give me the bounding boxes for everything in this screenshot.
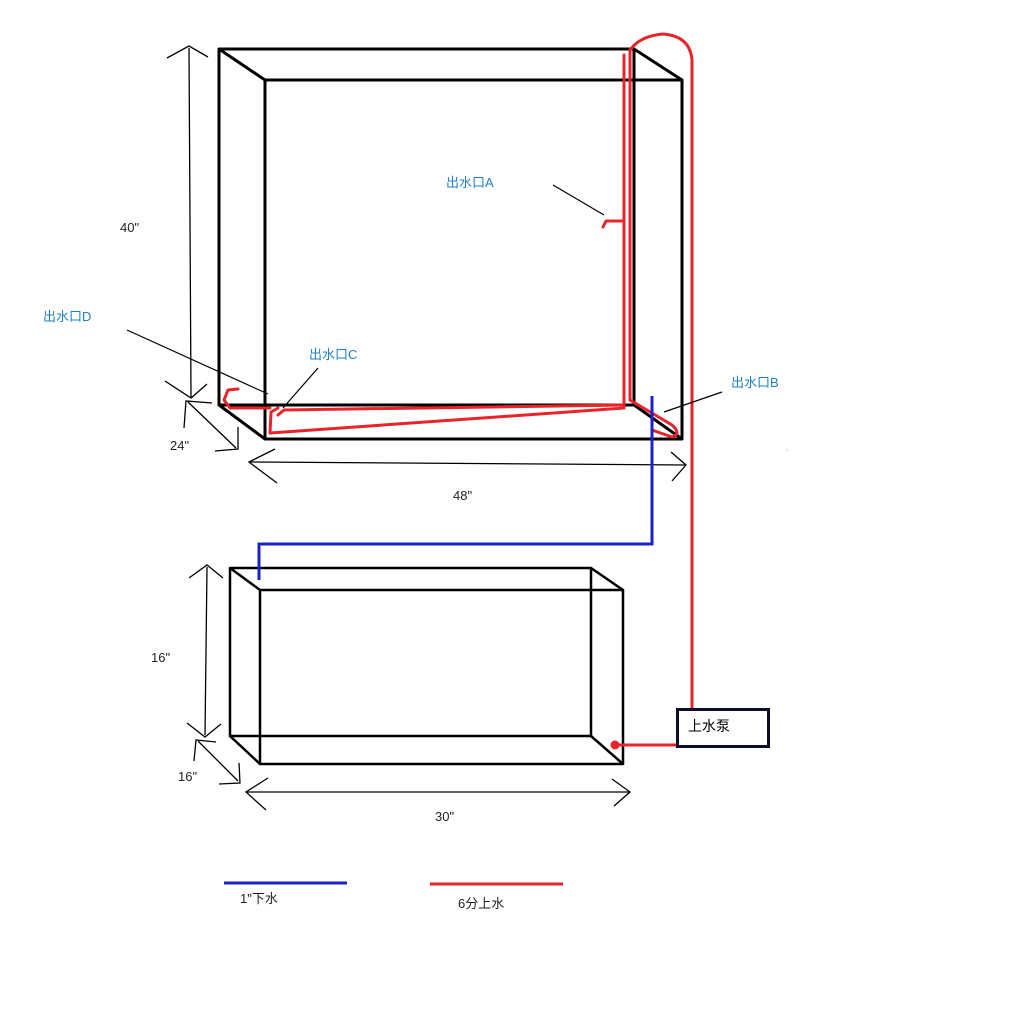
outlet-a-branch (601, 219, 626, 229)
legend-drain-label: 1"下水 (240, 891, 278, 906)
sump-tank-edge (590, 566, 624, 592)
height-dimension-line (188, 47, 192, 398)
main-tank-depth-label: 24" (170, 438, 190, 453)
depth-dimension-line (187, 401, 237, 449)
main-tank-edge (633, 47, 683, 82)
legend-supply-label: 6分上水 (458, 896, 505, 911)
drain-pipe (257, 396, 654, 580)
sump-tank-back-face (228, 566, 593, 738)
arrow-head (183, 400, 213, 429)
drain-line (257, 396, 654, 580)
main-tank-front-face (263, 78, 684, 441)
arrow-head (218, 762, 241, 785)
bottom-supply-run-upper (276, 403, 626, 417)
arrow-head (670, 451, 687, 482)
sump-tank-edge (590, 735, 624, 765)
arrow-head (166, 45, 209, 59)
sump-tank-edge (229, 735, 261, 765)
sump-tank-front-face (258, 588, 625, 766)
leader-a (552, 184, 605, 216)
arrow-head (247, 448, 278, 484)
arrow-head (244, 777, 269, 811)
sump-tank (228, 566, 625, 766)
stray-dot (786, 449, 788, 451)
height-dimension-line (204, 566, 208, 736)
legend (224, 881, 563, 886)
pump-intake-nozzle (610, 740, 620, 750)
main-tank-dimensions (164, 45, 687, 484)
depth-dimension-line (197, 740, 239, 782)
arrow-head (188, 564, 224, 579)
sump-tank-edge (229, 566, 261, 592)
sump-tank-width-label: 30" (435, 809, 455, 824)
main-tank-edge (218, 403, 266, 441)
outlet-b-branch (628, 398, 679, 439)
main-tank-width-label: 48" (453, 488, 473, 503)
arrow-head (186, 722, 222, 738)
bottom-supply-run (268, 406, 626, 435)
leader-lines (126, 184, 723, 413)
outlet-b-label: 出水口B (731, 375, 779, 390)
outlet-d-label: 出水口D (43, 309, 92, 324)
arrow-head (164, 380, 208, 399)
arrow-head (611, 778, 632, 807)
main-tank (217, 47, 684, 441)
sump-tank-height-label: 16" (151, 650, 171, 665)
main-tank-edge (218, 47, 266, 82)
sump-tank-depth-label: 16" (178, 769, 198, 784)
arrow-head (214, 427, 239, 452)
outlet-c-label: 出水口C (309, 347, 358, 362)
main-tank-back-face (217, 47, 636, 407)
supply-riser (628, 32, 694, 710)
main-tank-edge (633, 403, 683, 441)
width-dimension-line (249, 461, 686, 466)
outlet-a-label: 出水口A (446, 175, 494, 190)
supply-pipe (222, 32, 694, 750)
outlet-d-branch (222, 387, 272, 410)
pump-box: 上水泵 (676, 708, 770, 748)
pump-label: 上水泵 (688, 718, 730, 734)
leader-b (663, 391, 723, 413)
leader-c (282, 367, 319, 409)
main-tank-height-label: 40" (120, 220, 140, 235)
leader-d (126, 329, 269, 395)
arrow-head (193, 739, 217, 762)
sump-tank-dimensions (186, 564, 632, 811)
